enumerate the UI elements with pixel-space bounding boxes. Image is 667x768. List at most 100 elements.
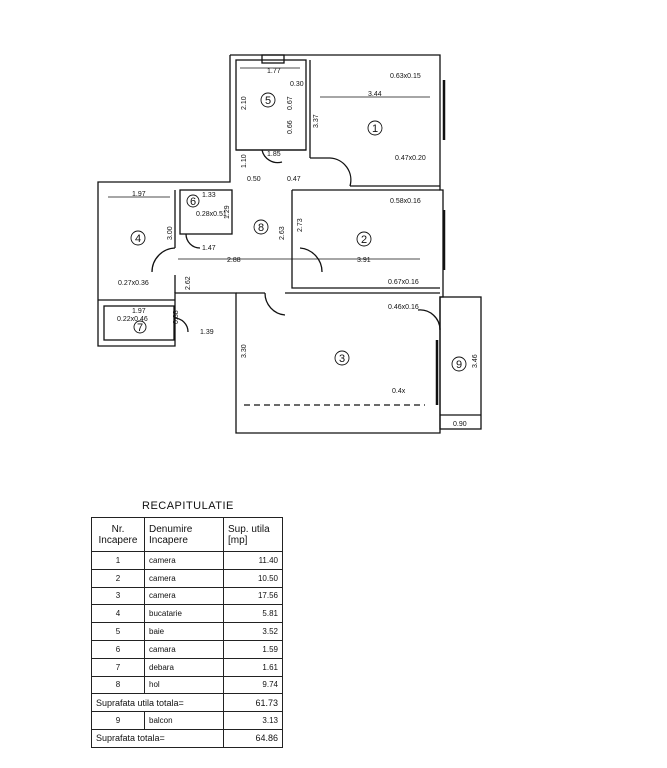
dimension-label: 3.00 — [167, 226, 174, 240]
dimension-label: 0.90 — [453, 421, 467, 428]
row-area: 9.74 — [223, 675, 283, 695]
total-value: 64.86 — [223, 728, 283, 748]
dimension-label: 0.63x0.15 — [390, 73, 421, 80]
row-area: 1.59 — [223, 639, 283, 659]
dimension-label: 1.97 — [132, 308, 146, 315]
dimension-label: 0.50 — [247, 176, 261, 183]
row-nr: 6 — [91, 639, 145, 659]
table-header-row: Nr. Incapere Denumire Incapere Sup. util… — [91, 517, 283, 552]
row-nr: 8 — [91, 675, 145, 695]
row-nr: 1 — [91, 551, 145, 570]
row-nr: 9 — [91, 711, 145, 730]
dimension-label: 2.62 — [185, 276, 192, 290]
room-8-number: 8 — [258, 222, 264, 234]
dimension-label: 0.88 — [173, 310, 180, 324]
room-6-number: 6 — [190, 196, 196, 208]
dimension-label: 0.47 — [287, 176, 301, 183]
row-name: camara — [144, 639, 224, 659]
row-name: debara — [144, 657, 224, 677]
dimension-label: 2.73 — [297, 218, 304, 232]
row-area: 1.61 — [223, 657, 283, 677]
row-area: 5.81 — [223, 604, 283, 624]
dimension-label: 0.67x0.16 — [388, 279, 419, 286]
header-name: Denumire Incapere — [144, 517, 224, 552]
recap-title: RECAPITULATIE — [142, 500, 234, 512]
dimension-label: 0.30 — [290, 81, 304, 88]
dimension-label: 0.47x0.20 — [395, 155, 426, 162]
table-row: 2 camera 10.50 — [91, 568, 283, 588]
util-total-row: Suprafata utila totala= 61.73 — [91, 693, 283, 713]
dimension-label: 2.10 — [241, 96, 248, 110]
dimension-label: 1.77 — [267, 68, 281, 75]
dimension-label: 0.27x0.36 — [118, 280, 149, 287]
total-row: Suprafata totala= 64.86 — [91, 728, 283, 748]
row-name: camera — [144, 586, 224, 606]
table-row: 9 balcon 3.13 — [91, 711, 283, 730]
table-row: 8 hol 9.74 — [91, 675, 283, 695]
room-8-marker — [253, 219, 269, 235]
dimension-label: 1.85 — [267, 151, 281, 158]
room-4-number: 4 — [135, 233, 141, 245]
row-name: bucatarie — [144, 604, 224, 624]
row-nr: 2 — [91, 568, 145, 588]
total-label: Suprafata totala= — [91, 728, 224, 748]
room-4-marker — [130, 230, 146, 246]
room-2-number: 2 — [361, 234, 367, 246]
room-9-number: 9 — [456, 359, 462, 371]
util-total-value: 61.73 — [223, 693, 283, 713]
dimension-label: 3.91 — [357, 257, 371, 264]
dimension-label: 1.97 — [132, 191, 146, 198]
row-name: hol — [144, 675, 224, 695]
dimension-label: 3.44 — [368, 91, 382, 98]
table-row: 3 camera 17.56 — [91, 586, 283, 606]
dimension-label: 3.30 — [241, 344, 248, 358]
row-name: camera — [144, 568, 224, 588]
dimension-label: 1.33 — [202, 192, 216, 199]
dimension-label: 0.4x — [392, 388, 406, 395]
dimension-label: 2.63 — [279, 226, 286, 240]
dimension-label: 2.88 — [227, 257, 241, 264]
dimension-label: 1.39 — [200, 329, 214, 336]
table-row: 6 camara 1.59 — [91, 639, 283, 659]
recap-table: Nr. Incapere Denumire Incapere Sup. util… — [91, 517, 283, 748]
table-row: 4 bucatarie 5.81 — [91, 604, 283, 624]
header-nr: Nr. Incapere — [91, 517, 145, 552]
table-row: 7 debara 1.61 — [91, 657, 283, 677]
room-9-marker — [451, 356, 467, 372]
room-1-number: 1 — [372, 123, 378, 135]
util-total-label: Suprafata utila totala= — [91, 693, 224, 713]
floor-plan: 1 2 3 4 5 6 7 8 9 1.77 0.30 2.10 0.67 3.… — [97, 54, 482, 434]
dimension-label: 1.29 — [224, 205, 231, 219]
room-7-number: 7 — [137, 322, 143, 334]
room-5-marker — [260, 92, 276, 108]
room-1-marker — [367, 120, 383, 136]
room-7-marker — [133, 320, 147, 334]
room-2-marker — [356, 231, 372, 247]
row-area: 11.40 — [223, 551, 283, 570]
row-area: 3.52 — [223, 622, 283, 641]
table-row: 1 camera 11.40 — [91, 551, 283, 570]
room-6-marker — [186, 194, 200, 208]
dimension-label: 0.66 — [287, 120, 294, 134]
row-nr: 5 — [91, 622, 145, 641]
dimension-label: 1.47 — [202, 245, 216, 252]
row-nr: 7 — [91, 657, 145, 677]
row-area: 17.56 — [223, 586, 283, 606]
dimension-label: 0.28x0.51 — [196, 211, 227, 218]
dimension-label: 0.46x0.16 — [388, 304, 419, 311]
room-3-marker — [334, 350, 350, 366]
dimension-label: 3.37 — [313, 114, 320, 128]
room-3-number: 3 — [339, 353, 345, 365]
row-area: 3.13 — [223, 711, 283, 730]
dimension-label: 3.46 — [472, 354, 479, 368]
row-name: camera — [144, 551, 224, 570]
row-area: 10.50 — [223, 568, 283, 588]
table-row: 5 baie 3.52 — [91, 622, 283, 641]
header-area: Sup. utila [mp] — [223, 517, 283, 552]
row-name: baie — [144, 622, 224, 641]
dimension-label: 0.22x0.46 — [117, 316, 148, 323]
row-nr: 3 — [91, 586, 145, 606]
row-nr: 4 — [91, 604, 145, 624]
room-5-number: 5 — [265, 95, 271, 107]
dimension-label: 0.67 — [287, 96, 294, 110]
